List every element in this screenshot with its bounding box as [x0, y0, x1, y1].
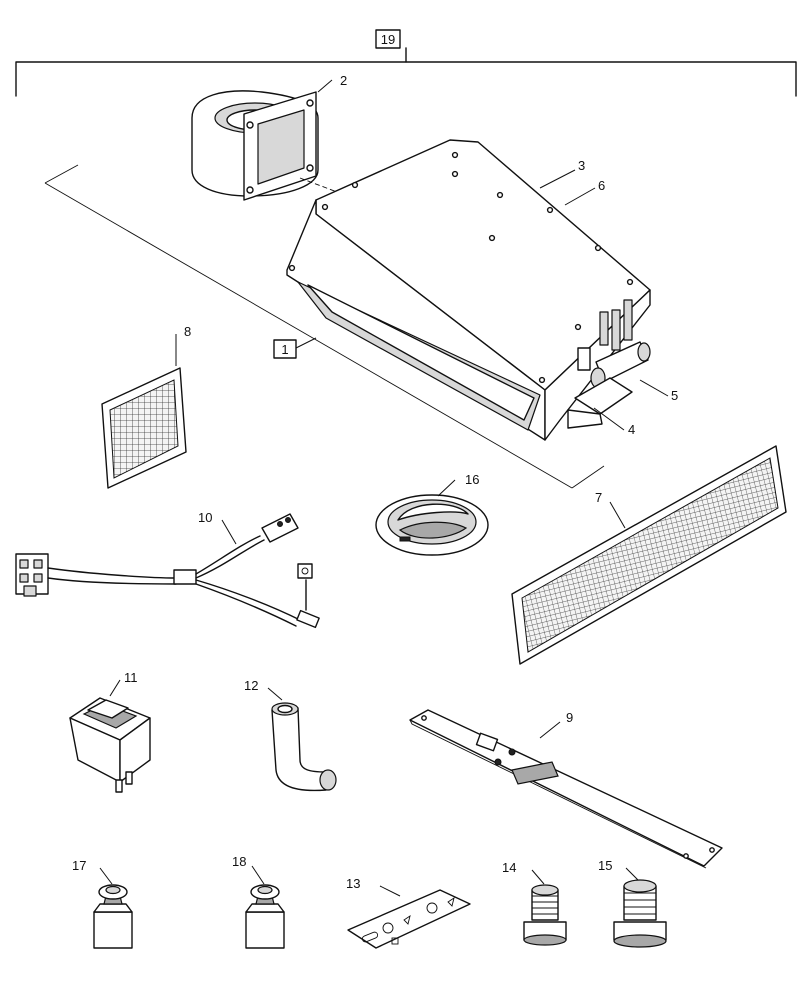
- callout-5: 5: [671, 388, 678, 403]
- air-vent[interactable]: 16: [375, 472, 489, 556]
- callout-3: 3: [578, 158, 585, 173]
- callout-box-19[interactable]: [375, 29, 401, 49]
- knob-18[interactable]: 18: [232, 854, 285, 949]
- callout-10: 10: [198, 510, 212, 525]
- callout-6: 6: [598, 178, 605, 193]
- callout-2: 2: [340, 73, 347, 88]
- callout-12: 12: [244, 678, 258, 693]
- fitting-14[interactable]: 14: [502, 860, 567, 946]
- callout-11: 11: [124, 670, 138, 685]
- callout-16: 16: [465, 472, 479, 487]
- blower-motor[interactable]: 2: [191, 73, 347, 201]
- callout-17: 17: [72, 858, 86, 873]
- callout-8: 8: [184, 324, 191, 339]
- callout-14: 14: [502, 860, 516, 875]
- callout-1: 1: [281, 342, 288, 357]
- callout-box-1[interactable]: [273, 339, 297, 359]
- rocker-switch[interactable]: 11: [69, 670, 151, 793]
- callout-4: 4: [628, 422, 635, 437]
- fitting-15[interactable]: 15: [598, 858, 667, 948]
- callout-18: 18: [232, 854, 246, 869]
- callout-13: 13: [346, 876, 360, 891]
- filter-small[interactable]: 8: [101, 324, 191, 489]
- assembly-outline: 1: [44, 164, 605, 489]
- control-label[interactable]: 13: [346, 876, 471, 949]
- callout-7: 7: [595, 490, 602, 505]
- heater-housing[interactable]: 3 6 5 4: [286, 139, 678, 441]
- callout-19: 19: [381, 32, 395, 47]
- mounting-plate[interactable]: 9: [409, 709, 723, 869]
- kit-bracket: 19: [15, 29, 797, 97]
- wiring-harness[interactable]: 10: [15, 510, 320, 629]
- callout-9: 9: [566, 710, 573, 725]
- knob-17[interactable]: 17: [72, 858, 133, 949]
- hose-elbow[interactable]: 12: [244, 678, 337, 792]
- callout-15: 15: [598, 858, 612, 873]
- filter-large[interactable]: 7: [511, 445, 787, 665]
